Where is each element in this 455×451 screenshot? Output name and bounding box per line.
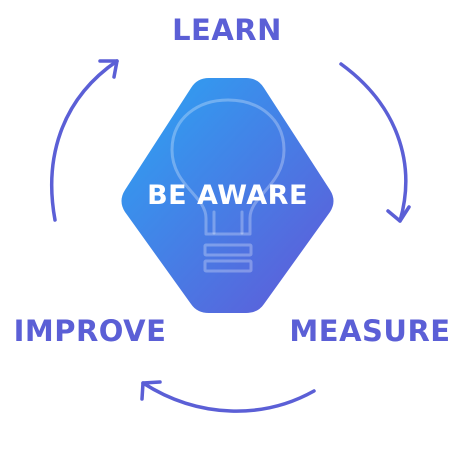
arrow-measure-to-improve	[140, 380, 316, 413]
step-label-improve: IMPROVE	[14, 314, 167, 348]
arrow-improve-to-learn	[50, 59, 119, 222]
lightbulb-icon	[170, 98, 286, 273]
center-label: BE AWARE	[147, 180, 308, 211]
step-label-learn: LEARN	[172, 13, 282, 47]
center-hexagon	[121, 78, 334, 313]
step-label-measure: MEASURE	[289, 314, 450, 348]
arrow-learn-to-measure	[339, 62, 411, 223]
